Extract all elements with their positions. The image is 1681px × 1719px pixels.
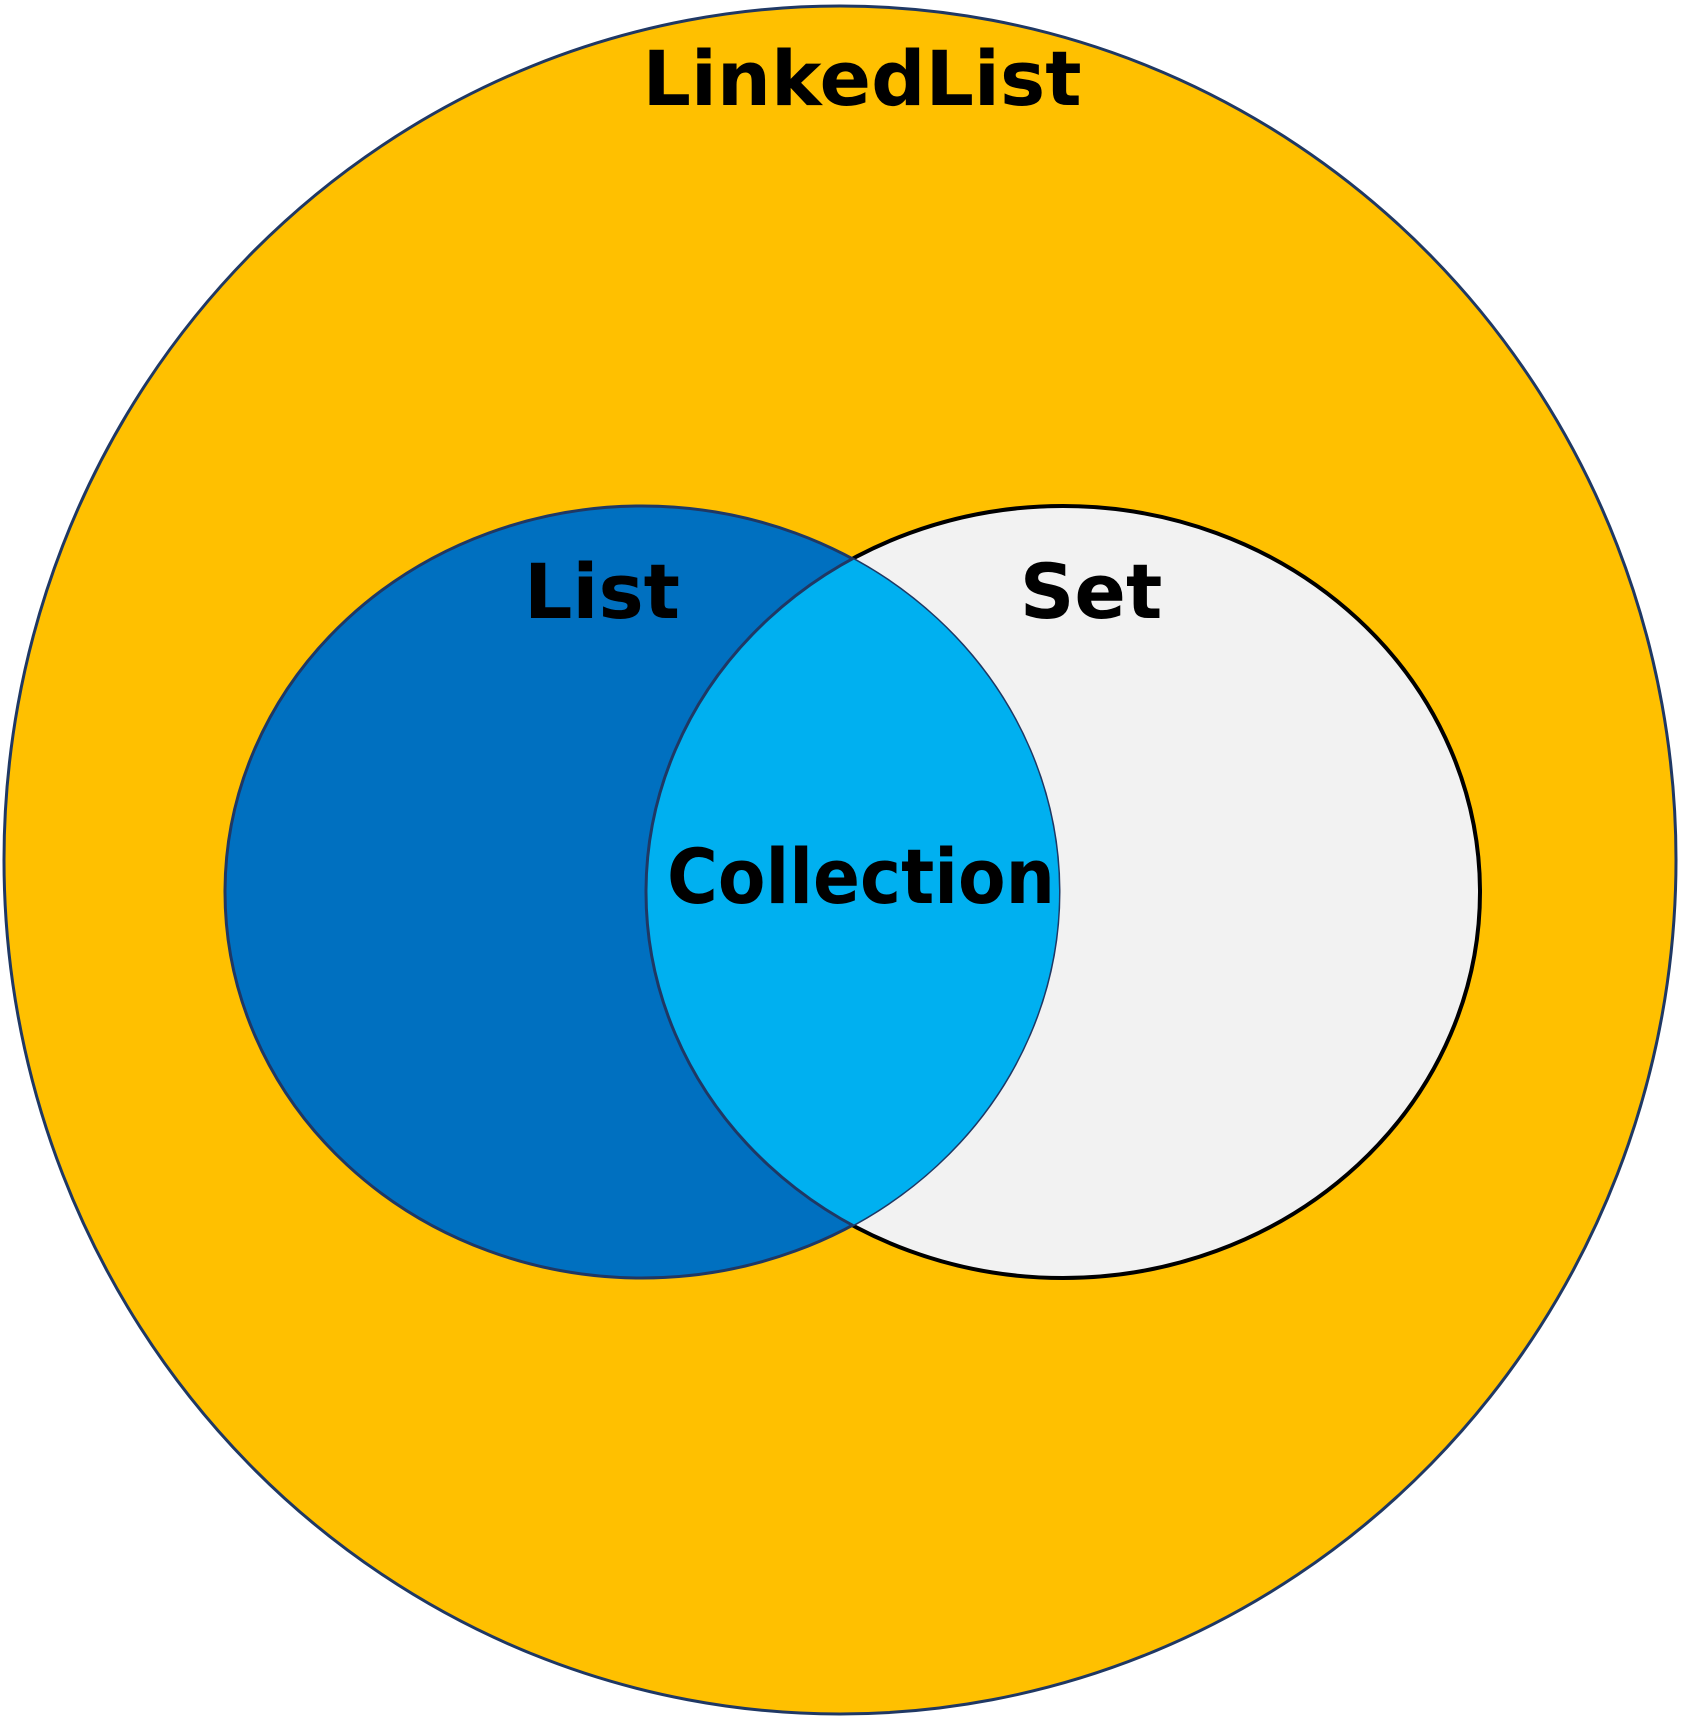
- label-collection: Collection: [667, 832, 1055, 921]
- label-list: List: [524, 547, 680, 636]
- intersection-collection: [644, 506, 1059, 1278]
- label-linkedlist: LinkedList: [642, 34, 1081, 123]
- label-set: Set: [1020, 547, 1163, 636]
